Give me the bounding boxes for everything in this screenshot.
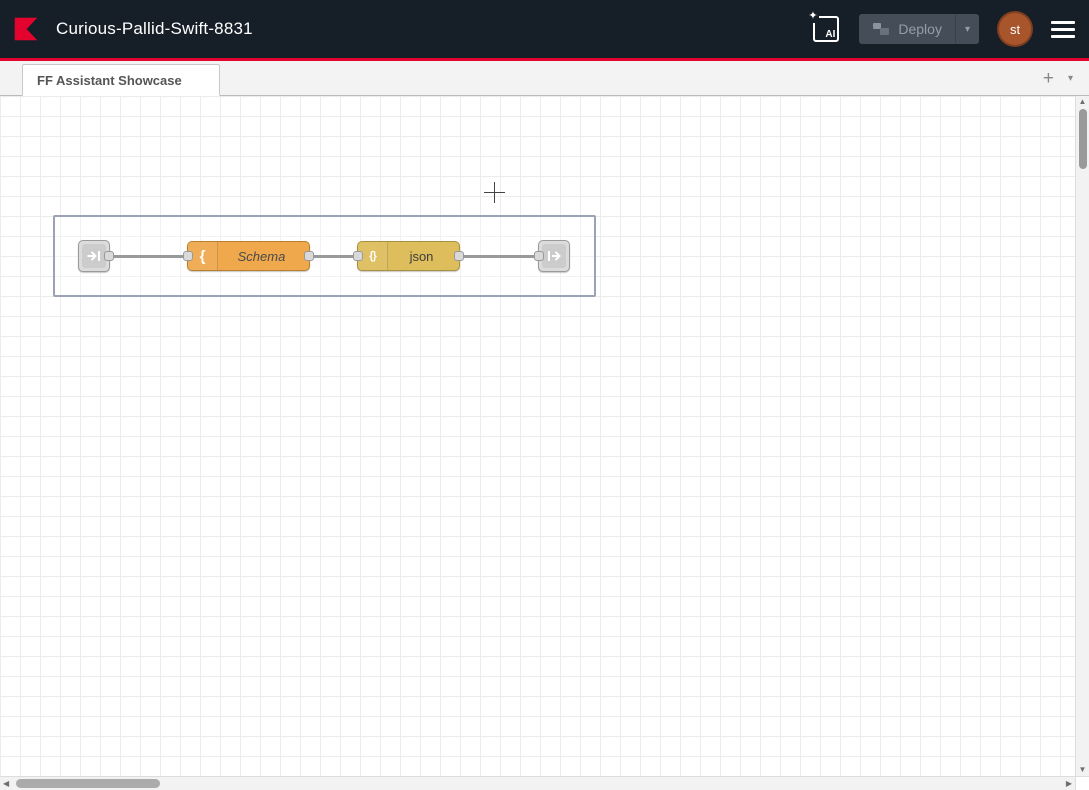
link-out-node[interactable] <box>534 240 570 272</box>
main-menu-button[interactable] <box>1051 19 1075 40</box>
scroll-up-arrow-icon[interactable]: ▲ <box>1078 97 1087 106</box>
vertical-scrollbar[interactable]: ▲ ▼ <box>1075 96 1089 776</box>
flowfuse-logo-icon <box>14 17 38 41</box>
schema-node-label: Schema <box>237 248 286 264</box>
avatar-initials: st <box>1009 21 1021 37</box>
ai-label: AI <box>825 29 836 40</box>
workspace: { Schema {} json <box>0 96 1089 776</box>
user-avatar[interactable]: st <box>999 13 1031 45</box>
tab-ff-assistant-showcase[interactable]: FF Assistant Showcase <box>22 64 220 96</box>
input-port[interactable] <box>534 251 544 261</box>
deploy-icon <box>873 23 890 35</box>
input-port[interactable] <box>183 251 193 261</box>
wire-schema-json[interactable] <box>308 255 360 258</box>
flow-canvas[interactable]: { Schema {} json <box>0 96 1075 776</box>
sparkle-icon: ✦ <box>807 10 819 23</box>
link-in-icon <box>82 244 106 268</box>
wire-linkin-schema[interactable] <box>108 255 188 258</box>
project-title: Curious-Pallid-Swift-8831 <box>56 19 253 38</box>
flow-list-chevron-icon[interactable]: ▾ <box>1067 72 1073 84</box>
cursor-crosshair <box>494 182 495 203</box>
json-node-icon: {} <box>358 242 388 270</box>
schema-node[interactable]: { Schema <box>183 241 314 271</box>
schema-node-icon: { <box>188 242 218 270</box>
json-node[interactable]: {} json <box>353 241 464 271</box>
flowfuse-logo[interactable] <box>8 11 44 47</box>
link-out-icon <box>542 244 566 268</box>
add-flow-button[interactable]: + <box>1042 67 1054 89</box>
output-port[interactable] <box>304 251 314 261</box>
horizontal-scroll-thumb[interactable] <box>16 779 160 788</box>
json-node-label: json <box>409 248 434 264</box>
chevron-down-icon: ▾ <box>964 23 970 35</box>
workspace-tab-bar: FF Assistant Showcase + ▾ <box>0 61 1089 96</box>
tab-bar-actions: + ▾ <box>1027 69 1089 88</box>
tab-label: FF Assistant Showcase <box>37 72 182 88</box>
bottom-bar: ◀ ▶ <box>0 776 1089 790</box>
wire-json-linkout[interactable] <box>458 255 542 258</box>
output-port[interactable] <box>454 251 464 261</box>
ai-assistant-button[interactable]: ✦ AI <box>807 10 840 42</box>
scrollbar-corner <box>1075 776 1089 790</box>
deploy-button[interactable]: Deploy ▾ <box>859 14 979 44</box>
deploy-label: Deploy <box>898 21 942 37</box>
link-in-node[interactable] <box>78 240 114 272</box>
output-port[interactable] <box>104 251 114 261</box>
input-port[interactable] <box>353 251 363 261</box>
hamburger-menu-icon <box>1051 20 1075 24</box>
vertical-scroll-thumb[interactable] <box>1079 109 1087 169</box>
horizontal-scrollbar[interactable]: ◀ ▶ <box>0 776 1075 790</box>
scroll-left-arrow-icon[interactable]: ◀ <box>3 778 10 788</box>
scroll-down-arrow-icon[interactable]: ▼ <box>1078 765 1087 774</box>
header-actions: ✦ AI Deploy ▾ st <box>807 10 1075 45</box>
scroll-right-arrow-icon[interactable]: ▶ <box>1065 778 1072 788</box>
app-header: Curious-Pallid-Swift-8831 ✦ AI Deploy ▾ <box>0 0 1089 61</box>
deploy-options-chevron[interactable]: ▾ <box>954 14 979 44</box>
